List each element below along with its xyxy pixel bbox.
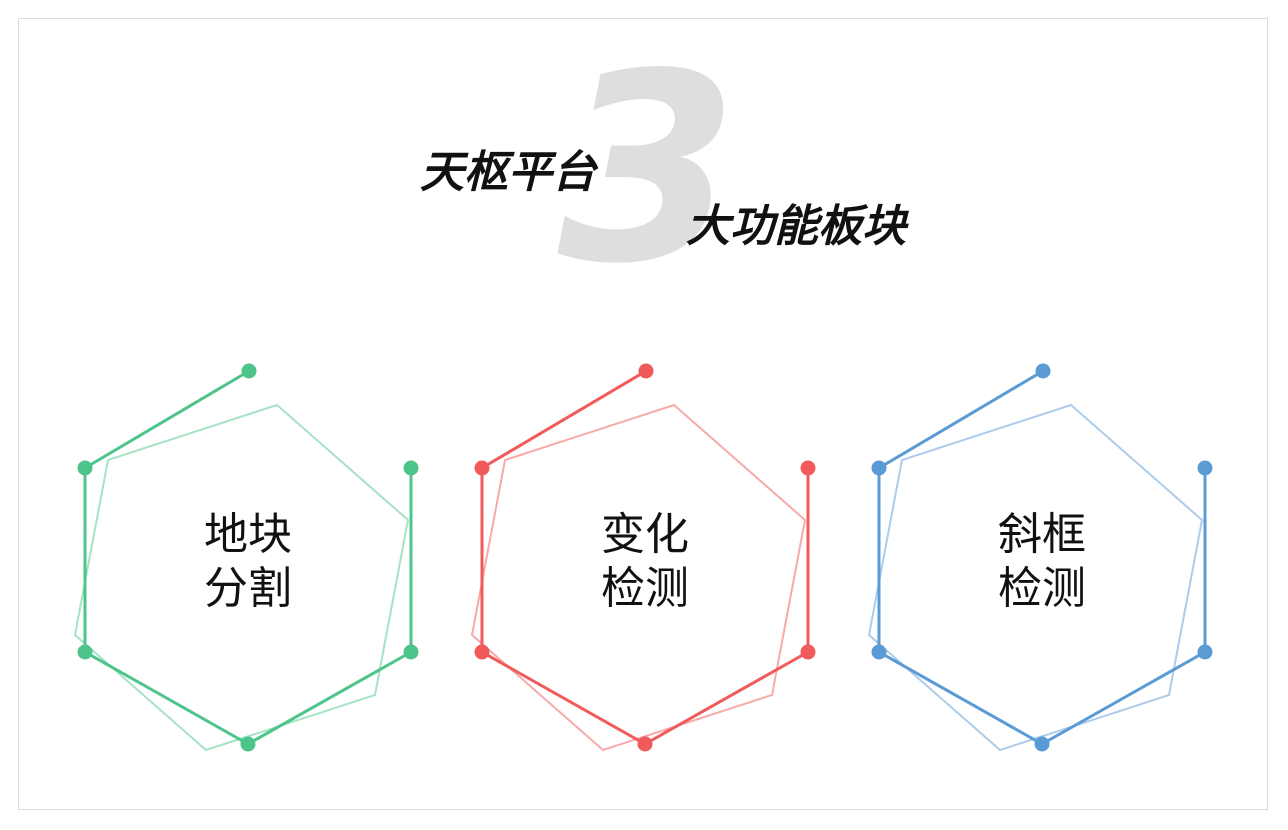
module-card-oriented-box-detection: 斜框 检测 <box>862 355 1222 765</box>
module-label: 斜框 检测 <box>862 508 1222 616</box>
module-label-line1: 斜框 <box>998 509 1086 560</box>
title-part-two: 大功能板块 <box>686 201 906 252</box>
hexagon-icon <box>470 363 816 752</box>
hexagon-icon <box>73 363 419 752</box>
big-number-three: 3 <box>557 19 739 321</box>
module-label-line2: 分割 <box>204 563 292 614</box>
module-card-change-detection: 变化 检测 <box>465 355 825 765</box>
module-label-line2: 检测 <box>601 563 689 614</box>
module-card-parcel-segmentation: 地块 分割 <box>68 355 428 765</box>
hexagon-icon <box>867 363 1213 752</box>
title-part-one: 天枢平台 <box>420 147 596 198</box>
module-label-line1: 变化 <box>601 509 689 560</box>
module-label: 变化 检测 <box>465 508 825 616</box>
slide-frame <box>18 18 1268 810</box>
module-label-line2: 检测 <box>998 563 1086 614</box>
module-label-line1: 地块 <box>204 509 292 560</box>
module-label: 地块 分割 <box>68 508 428 616</box>
